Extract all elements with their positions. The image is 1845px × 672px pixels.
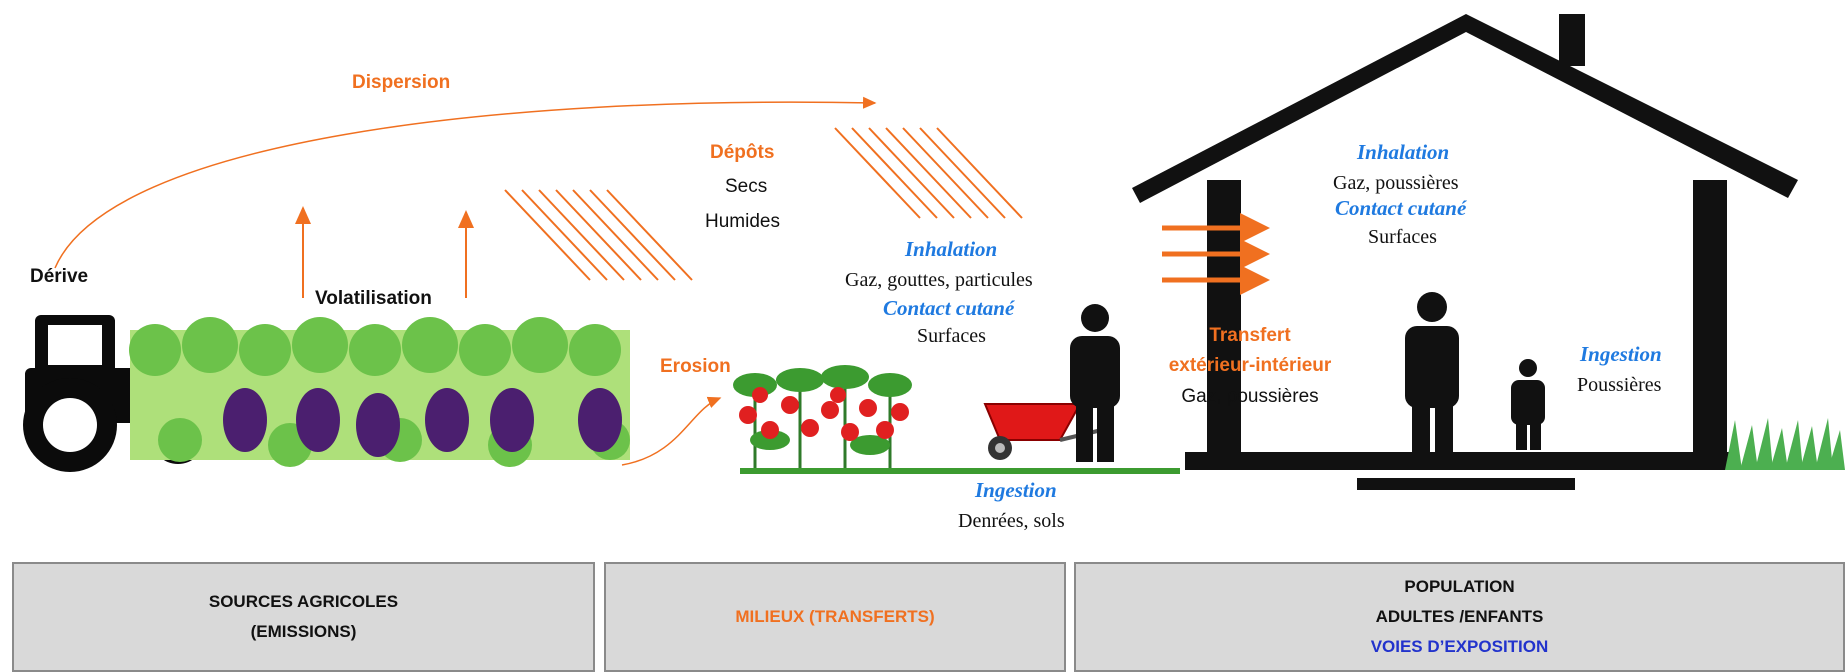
outdoor-contact-label: Contact cutané (883, 296, 1015, 320)
outdoor-ingestion-label: Ingestion (975, 478, 1057, 502)
deposit-hatch-left (504, 189, 693, 281)
adult-icon (1405, 292, 1459, 462)
panel-sources: SOURCES AGRICOLES (EMISSIONS) (12, 562, 595, 672)
grass-icon (1725, 418, 1845, 470)
ground-grass (740, 468, 1180, 474)
derive-label: Dérive (30, 266, 89, 287)
dispersion-label: Dispersion (352, 72, 451, 93)
outdoor-inhalation-label: Inhalation (905, 237, 998, 261)
deposit-hatch-right (834, 127, 1023, 219)
adult-icon (1070, 304, 1120, 462)
tomato-plant-icon (733, 365, 912, 470)
outdoor-inhalation-items: Gaz, gouttes, particules (845, 269, 1033, 291)
panel-population-line2: ADULTES /ENFANTS (1375, 607, 1544, 626)
depots-humides: Humides (705, 211, 780, 232)
outdoor-contact-items: Surfaces (917, 325, 986, 347)
vine-icon (129, 317, 630, 467)
panel-sources-line2: (EMISSIONS) (250, 622, 357, 641)
indoor-inhalation-items: Gaz, poussières (1333, 172, 1459, 194)
panel-milieux-line1: MILIEUX (TRANSFERTS) (735, 607, 935, 626)
indoor-contact-label: Contact cutané (1335, 196, 1467, 220)
transfer-items: Gaz, poussières (1181, 386, 1319, 407)
erosion-label: Erosion (660, 356, 731, 377)
indoor-inhalation-label: Inhalation (1357, 140, 1450, 164)
depots-title: Dépôts (710, 142, 775, 163)
panel-population: POPULATION ADULTES /ENFANTS VOIES D’EXPO… (1074, 562, 1845, 672)
volatilisation-label: Volatilisation (315, 288, 432, 309)
erosion-arrow (621, 396, 722, 466)
house-icon (1132, 14, 1798, 490)
diagram-drawing (23, 14, 1845, 490)
panel-population-line1: POPULATION (1404, 577, 1515, 596)
indoor-contact-items: Surfaces (1368, 226, 1437, 248)
depots-secs: Secs (725, 176, 768, 197)
panel-sources-line1: SOURCES AGRICOLES (208, 592, 399, 611)
panel-milieux: MILIEUX (TRANSFERTS) (604, 562, 1066, 672)
panel-population-line3: VOIES D’EXPOSITION (1370, 637, 1549, 656)
indoor-ingestion-items: Poussières (1577, 374, 1662, 396)
transfer-title: Transfert (1209, 325, 1291, 346)
transfer-arrows (1162, 213, 1270, 295)
indoor-ingestion-label: Ingestion (1580, 342, 1662, 366)
outdoor-ingestion-items: Denrées, sols (958, 510, 1065, 532)
dispersion-arrow (54, 96, 877, 269)
transfer-subtitle: extérieur-intérieur (1168, 355, 1332, 376)
child-icon (1511, 359, 1545, 450)
